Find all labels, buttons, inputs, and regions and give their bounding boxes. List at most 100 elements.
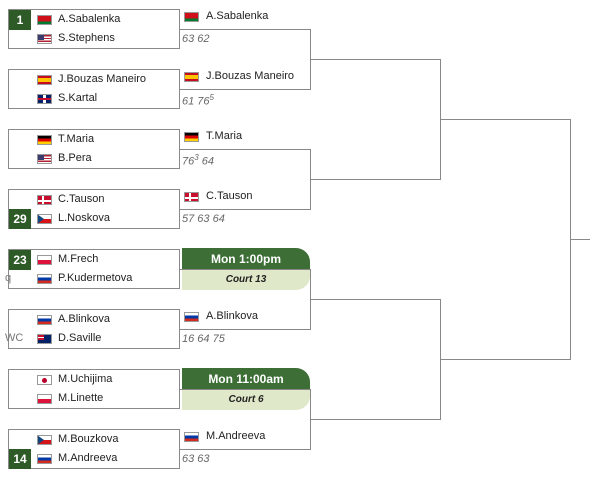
winner-row[interactable]: A.Blinkova: [182, 310, 310, 328]
flag-icon: [37, 394, 52, 404]
bracket-line: [440, 359, 570, 360]
flag-icon: [37, 34, 52, 44]
seed-badge: 29: [9, 209, 31, 229]
seed-badge: 1: [9, 10, 31, 30]
player-row[interactable]: S.Stephens: [9, 29, 179, 49]
tiebreak-score: 5: [209, 93, 214, 102]
winner-row[interactable]: C.Tauson: [182, 190, 310, 208]
player-row[interactable]: M.Uchijima: [9, 370, 179, 390]
flag-icon: [37, 195, 52, 205]
tiebreak-score: 3: [194, 153, 199, 162]
schedule-time: Mon 1:00pm: [182, 248, 310, 269]
winner-row[interactable]: J.Bouzas Maneiro: [182, 70, 310, 88]
player-name[interactable]: S.Stephens: [58, 32, 115, 44]
flag-icon: [37, 214, 52, 224]
player-row[interactable]: q P.Kudermetova: [5, 269, 179, 289]
player-row[interactable]: T.Maria: [9, 130, 179, 150]
player-name[interactable]: B.Pera: [58, 152, 92, 164]
match-score: 16 64 75: [182, 333, 225, 345]
flag-icon: [184, 72, 199, 82]
schedule-time: Mon 11:00am: [182, 368, 310, 389]
flag-icon: [37, 94, 52, 104]
bracket-line: [180, 389, 310, 390]
flag-icon: [37, 255, 52, 265]
winner-name[interactable]: A.Blinkova: [206, 310, 258, 322]
flag-icon: [184, 432, 199, 442]
score-text: 57 63 64: [182, 213, 225, 225]
player-name[interactable]: P.Kudermetova: [58, 272, 133, 284]
winner-row[interactable]: A.Sabalenka: [182, 10, 310, 28]
player-name[interactable]: M.Uchijima: [58, 373, 113, 385]
player-name[interactable]: C.Tauson: [58, 193, 105, 205]
player-row[interactable]: 29 L.Noskova: [9, 209, 179, 229]
bracket-line: [180, 209, 310, 210]
winner-name[interactable]: A.Sabalenka: [206, 10, 269, 22]
entry-status: q: [5, 272, 12, 284]
schedule-court: Court 6: [182, 389, 310, 410]
winner-row[interactable]: M.Andreeva: [182, 430, 310, 448]
winner-name[interactable]: J.Bouzas Maneiro: [206, 70, 295, 82]
player-row[interactable]: B.Pera: [9, 149, 179, 169]
bracket-line: [310, 299, 440, 300]
player-row[interactable]: M.Bouzkova: [9, 430, 179, 450]
flag-icon: [37, 135, 52, 145]
score-text: 16 64 75: [182, 333, 225, 345]
bracket-line: [310, 59, 440, 60]
player-name[interactable]: D.Saville: [58, 332, 102, 344]
bracket-line: [440, 119, 570, 120]
player-name[interactable]: S.Kartal: [58, 92, 98, 104]
player-name[interactable]: M.Linette: [58, 392, 104, 404]
player-name[interactable]: M.Frech: [58, 253, 99, 265]
player-name[interactable]: A.Sabalenka: [58, 13, 121, 25]
winner-name[interactable]: C.Tauson: [206, 190, 253, 202]
match-score: 63 62: [182, 33, 210, 45]
player-name[interactable]: M.Bouzkova: [58, 433, 119, 445]
bracket-line: [180, 269, 310, 270]
score-text: 76: [182, 155, 195, 168]
winner-name[interactable]: M.Andreeva: [206, 430, 266, 442]
bracket-line: [310, 419, 440, 420]
player-row[interactable]: C.Tauson: [9, 190, 179, 210]
player-row[interactable]: S.Kartal: [9, 89, 179, 109]
winner-name[interactable]: T.Maria: [206, 130, 243, 142]
bracket-line: [180, 89, 310, 90]
player-name[interactable]: M.Andreeva: [58, 452, 118, 464]
player-row[interactable]: M.Linette: [9, 389, 179, 409]
flag-icon: [184, 192, 199, 202]
match-score: 63 63: [182, 453, 210, 465]
flag-icon: [37, 375, 52, 385]
flag-icon: [184, 132, 199, 142]
player-row[interactable]: 1 A.Sabalenka: [9, 10, 179, 30]
bracket-line: [180, 149, 310, 150]
player-name[interactable]: L.Noskova: [58, 212, 110, 224]
score-text: 61 76: [182, 95, 210, 108]
player-name[interactable]: A.Blinkova: [58, 313, 110, 325]
entry-status: WC: [5, 332, 24, 344]
player-row[interactable]: A.Blinkova: [9, 310, 179, 330]
match-r1: C.Tauson 29 L.Noskova: [8, 189, 180, 229]
score-text: 63 63: [182, 453, 210, 465]
match-score: 763 64: [182, 153, 214, 168]
flag-icon: [184, 12, 199, 22]
player-row[interactable]: J.Bouzas Maneiro: [9, 70, 179, 90]
winner-row[interactable]: T.Maria: [182, 130, 310, 148]
flag-icon: [37, 315, 52, 325]
score-text: 63 62: [182, 33, 210, 45]
score-text: 64: [198, 155, 214, 168]
player-name[interactable]: J.Bouzas Maneiro: [58, 73, 147, 85]
player-name[interactable]: T.Maria: [58, 133, 95, 145]
player-row[interactable]: WC D.Saville: [5, 329, 179, 349]
bracket-line: [310, 179, 440, 180]
bracket-line: [180, 449, 310, 450]
flag-icon: [37, 274, 52, 284]
